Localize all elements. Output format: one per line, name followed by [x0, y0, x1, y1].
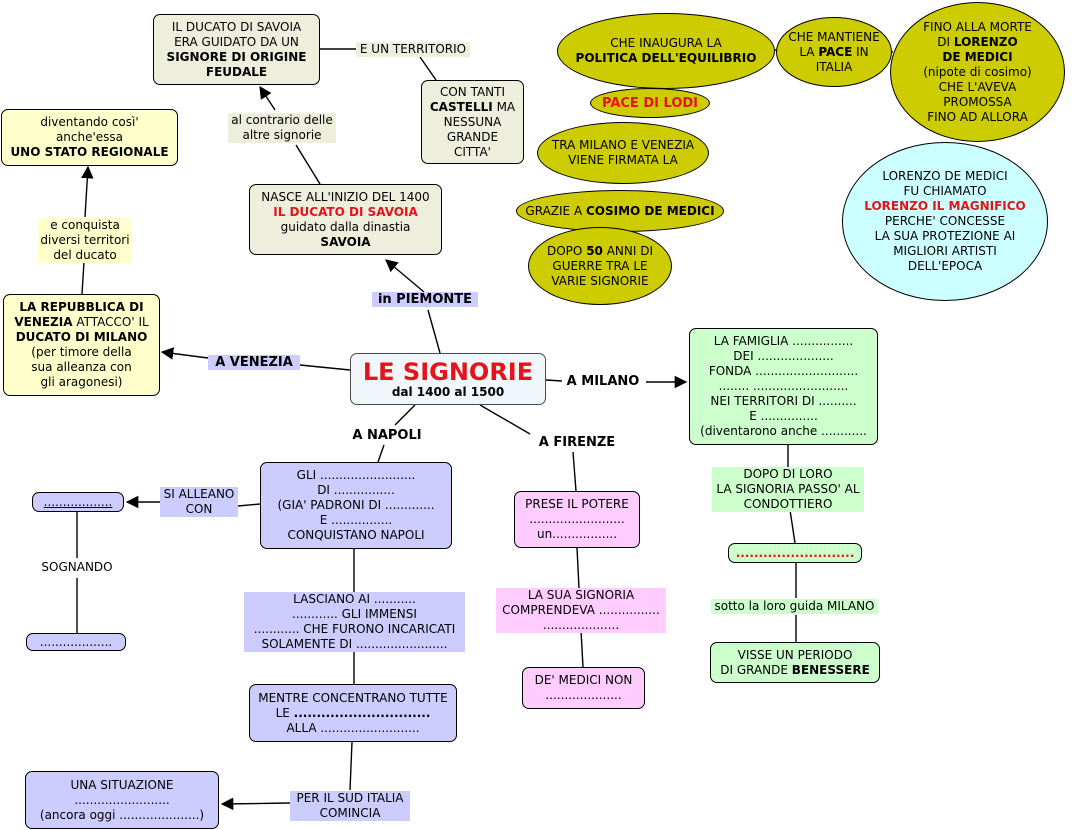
pace-di-lodi-node[interactable]: PACE DI LODI	[590, 88, 710, 118]
politica-equilibrio-node[interactable]: CHE INAUGURA LA POLITICA DELL'EQUILIBRIO	[557, 13, 775, 89]
e-un-territorio-label: E UN TERRITORIO	[356, 42, 470, 57]
conquistano-napoli-node[interactable]: GLI ......................... DI .......…	[260, 462, 452, 549]
benessere-node[interactable]: VISSE UN PERIODO DI GRANDE BENESSERE	[710, 642, 880, 683]
central-title: LE SIGNORIE	[362, 357, 534, 386]
nasce-ducato-savoia-node[interactable]: NASCE ALL'INIZIO DEL 1400 IL DUCATO DI S…	[249, 184, 442, 255]
cosimo-de-medici-node[interactable]: GRAZIE A COSIMO DE MEDICI	[516, 190, 724, 232]
branch-piemonte-label: in PIEMONTE	[372, 292, 478, 307]
castelli-node[interactable]: CON TANTI CASTELLI MA NESSUNA GRANDE CIT…	[421, 80, 524, 164]
alleato-blank-node[interactable]: ..................	[32, 492, 124, 512]
central-topic[interactable]: LE SIGNORIE dal 1400 al 1500	[350, 353, 546, 405]
sotto-la-loro-guida-label: sotto la loro guida MILANO	[711, 599, 878, 614]
cinquanta-anni-node[interactable]: DOPO 50 ANNI DI GUERRE TRA LE VARIE SIGN…	[528, 227, 672, 305]
firmata-la-node[interactable]: TRA MILANO E VENEZIA VIENE FIRMATA LA	[537, 122, 709, 184]
famiglia-node[interactable]: LA FAMIGLIA ................ DEI .......…	[689, 328, 878, 445]
repubblica-venezia-node[interactable]: LA REPUBBLICA DI VENEZIA ATTACCO' IL DUC…	[3, 294, 160, 396]
mentre-concentrano-node[interactable]: MENTRE CONCENTRANO TUTTE LE ............…	[249, 684, 457, 742]
lasciano-label: LASCIANO AI ....................... GLI …	[244, 592, 465, 652]
situazione-node[interactable]: UNA SITUAZIONE .........................…	[25, 771, 219, 829]
lorenzo-magnifico-node[interactable]: LORENZO DE MEDICI FU CHIAMATO LORENZO IL…	[842, 142, 1048, 301]
branch-firenze-label: A FIRENZE	[538, 435, 616, 450]
stato-regionale-node[interactable]: diventando così' anche'essa UNO STATO RE…	[1, 109, 178, 166]
fino-alla-morte-node[interactable]: FINO ALLA MORTE DI LORENZO DE MEDICI (ni…	[890, 2, 1065, 142]
ducato-guidato-node[interactable]: IL DUCATO DI SAVOIA ERA GUIDATO DA UN SI…	[153, 14, 320, 85]
branch-napoli-label: A NAPOLI	[352, 428, 422, 443]
branch-venezia-label: A VENEZIA	[208, 355, 300, 370]
branch-milano-label: A MILANO	[566, 374, 640, 389]
central-subtitle: dal 1400 al 1500	[391, 384, 505, 399]
sogno-blank-node[interactable]: ...................	[26, 633, 126, 651]
de-medici-node[interactable]: DE' MEDICI NON ....................	[522, 667, 645, 709]
sognando-label: SOGNANDO	[36, 560, 118, 575]
mantiene-pace-node[interactable]: CHE MANTIENE LA PACE IN ITALIA	[776, 17, 892, 87]
condottiero-blank-node[interactable]: ..........................	[728, 543, 862, 563]
prese-il-potere-node[interactable]: PRESE IL POTERE ........................…	[514, 491, 640, 548]
